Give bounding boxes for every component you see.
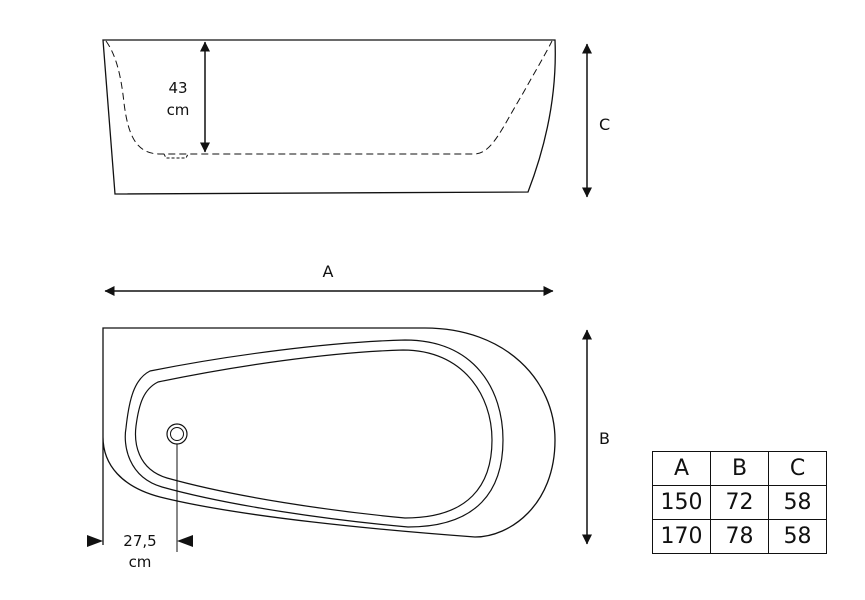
drain-offset-value: 27,5 — [123, 532, 156, 550]
inner-depth-unit: cm — [167, 101, 190, 119]
tub-inner-basin-dashed — [105, 40, 553, 155]
length-a-label: A — [323, 262, 334, 281]
tub-top-rim — [124, 339, 504, 528]
table-header-b: B — [710, 451, 769, 486]
side-drain-fitting — [163, 153, 189, 159]
table-header-a: A — [652, 451, 711, 486]
table-row: 170 78 58 — [652, 519, 827, 554]
top-view: A 27,5 cm B — [87, 262, 610, 571]
tub-top-basin — [134, 349, 493, 519]
table-header-c: C — [768, 451, 827, 486]
table-cell: 58 — [768, 485, 827, 520]
table-header-row: A B C — [652, 451, 827, 486]
inner-depth-value: 43 — [168, 79, 187, 97]
table-cell: 72 — [710, 485, 769, 520]
drain-inner-circle — [170, 427, 184, 441]
drain-offset-left-arrowhead — [87, 535, 103, 547]
table-row: 150 72 58 — [652, 485, 827, 520]
table-cell: 58 — [768, 519, 827, 554]
tub-top-outline — [102, 327, 556, 545]
drain-offset-right-arrowhead — [177, 535, 193, 547]
drain-offset-unit: cm — [129, 553, 152, 571]
side-view: 43 cm C — [102, 39, 610, 198]
table-cell: 78 — [710, 519, 769, 554]
table-cell: 170 — [652, 519, 711, 554]
height-c-label: C — [599, 115, 610, 134]
dimensions-table: A B C 150 72 58 170 78 58 — [652, 451, 827, 554]
table-cell: 150 — [652, 485, 711, 520]
tub-side-outline — [102, 39, 556, 195]
width-b-label: B — [599, 429, 610, 448]
